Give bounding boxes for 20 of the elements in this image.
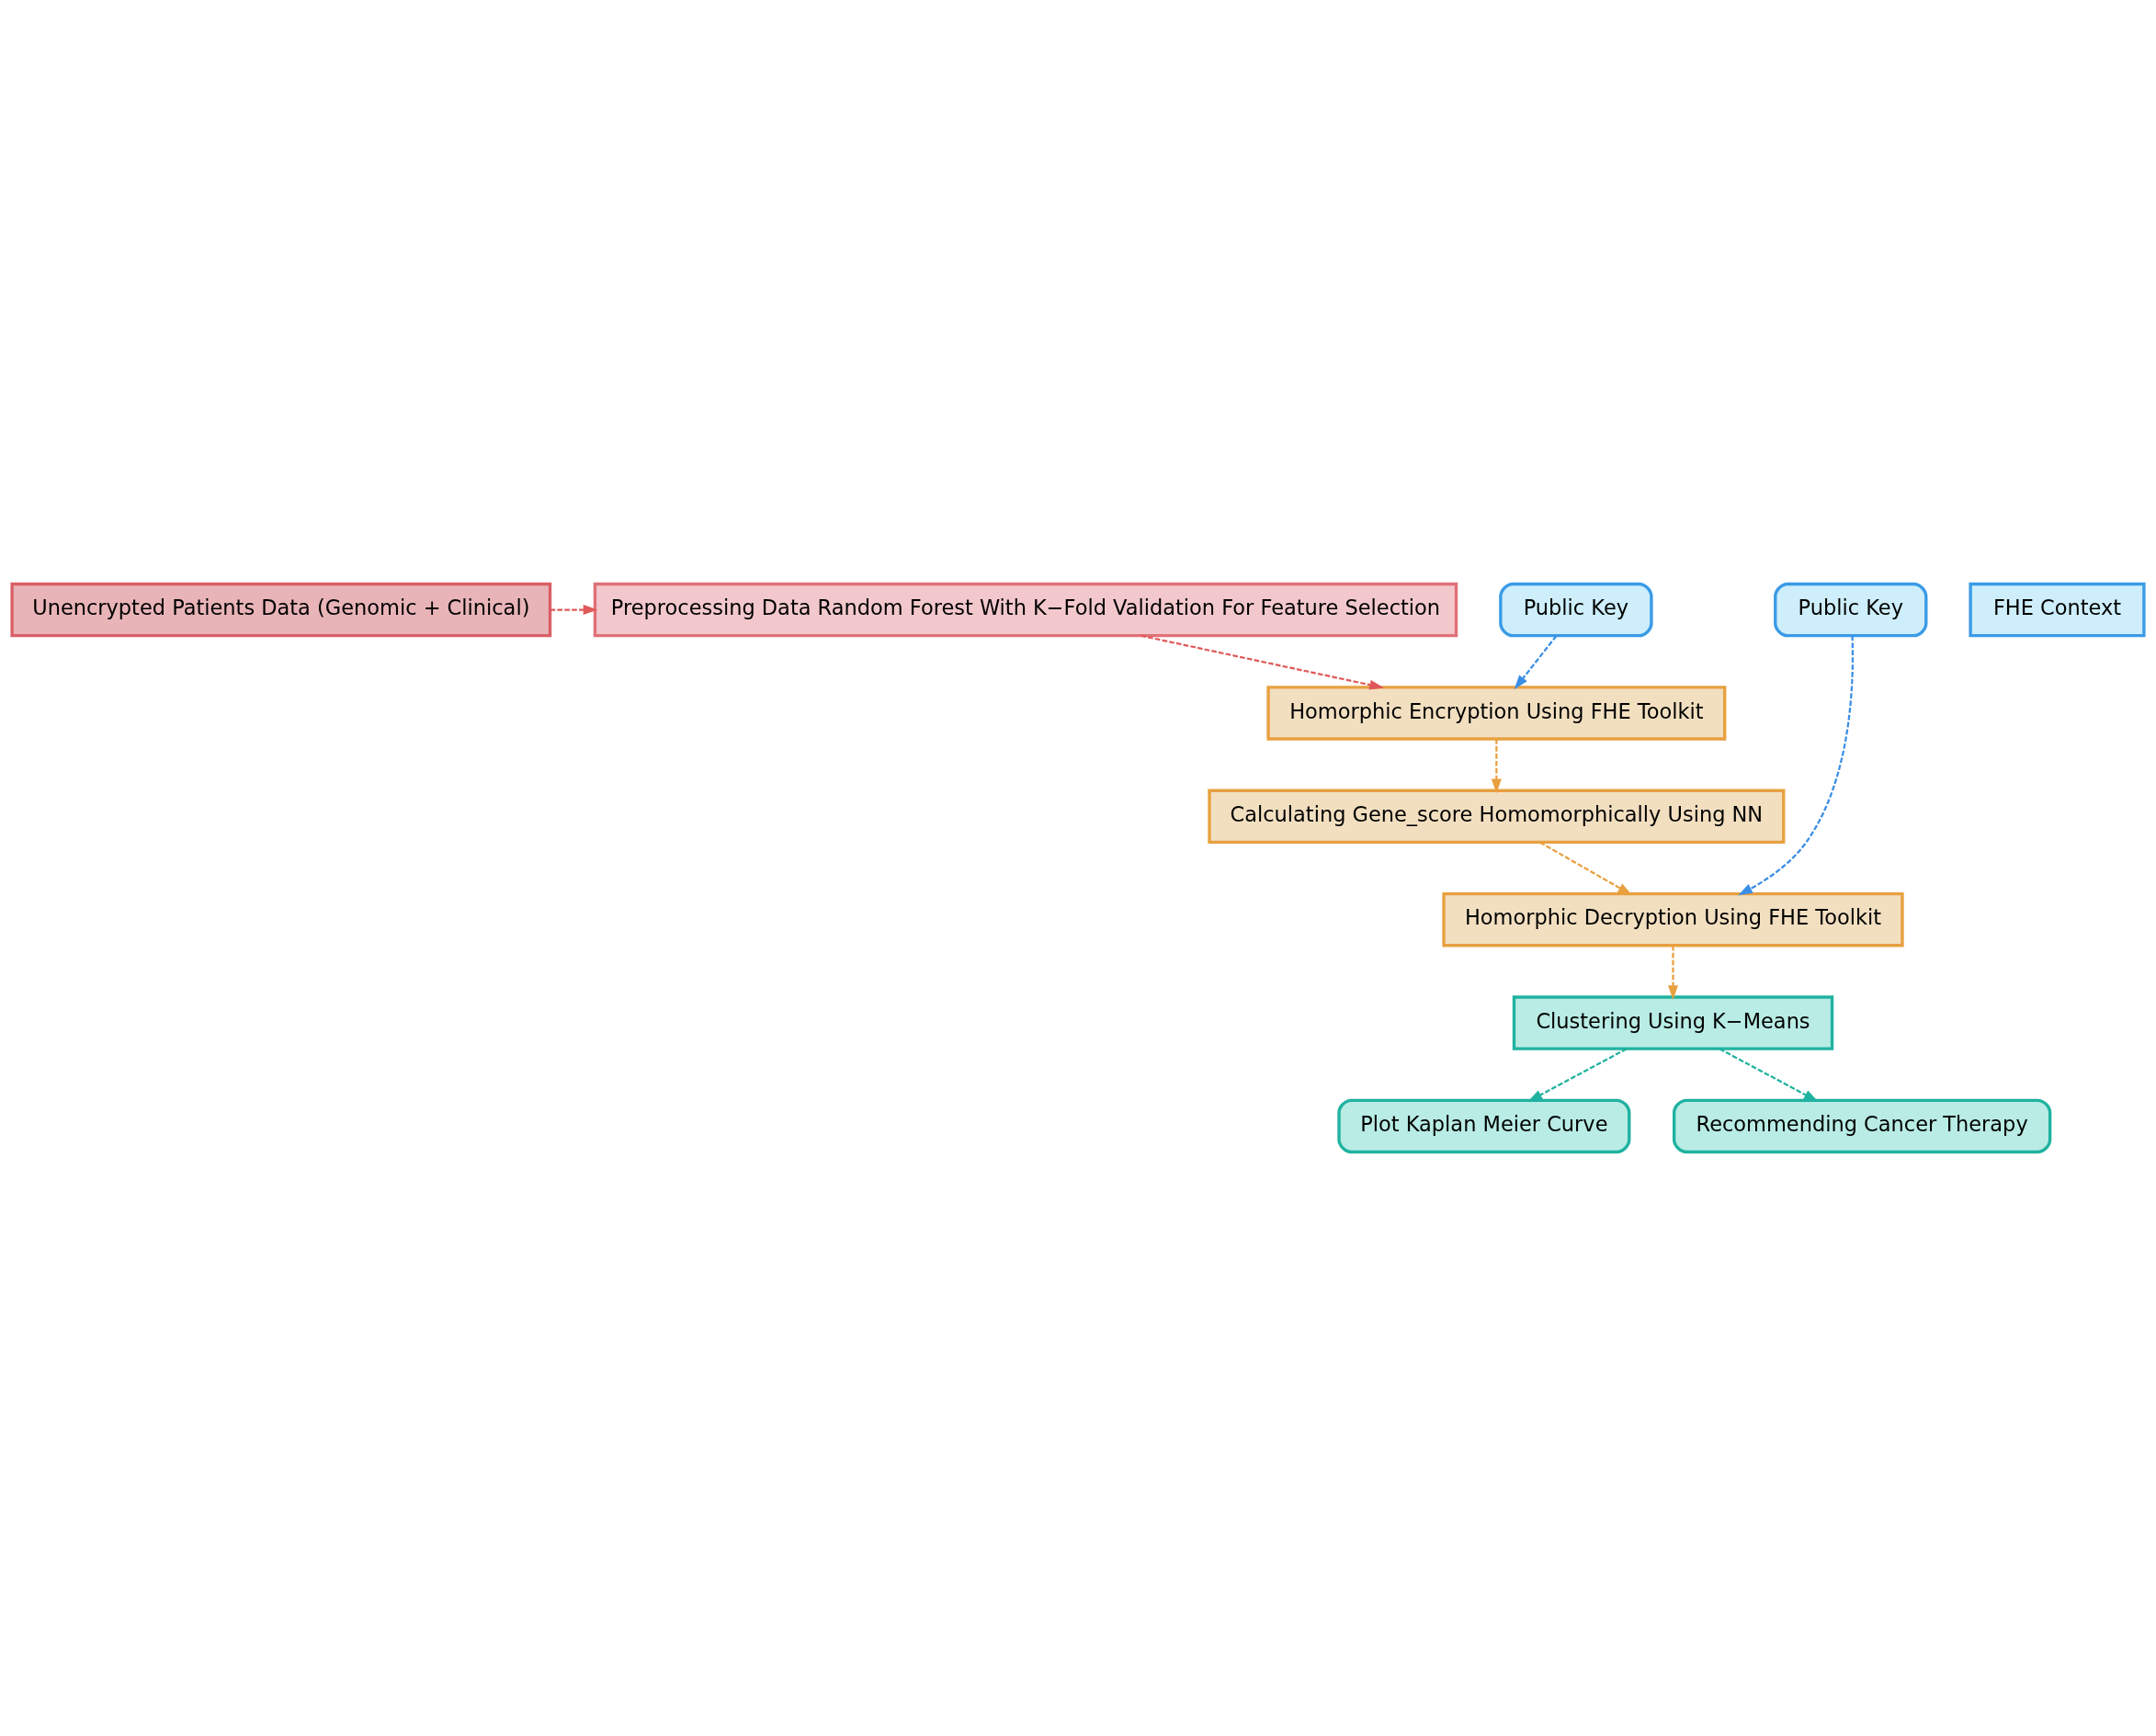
node-box: FHE Context [1969, 582, 2146, 638]
arrow [1527, 1048, 1628, 1102]
arrow [1140, 634, 1384, 690]
node-box: Unencrypted Patients Data (Genomic + Clinical) [10, 582, 552, 638]
node-box: Public Key [1774, 582, 1928, 638]
arrow [1719, 1048, 1819, 1102]
arrow [550, 605, 598, 616]
node-box: Preprocessing Data Random Forest With K−Fold Validation For Feature Selection [593, 582, 1458, 638]
arrow [1738, 635, 1855, 896]
node-box: Calculating Gene_score Homomorphically Using NN [1208, 789, 1786, 845]
node-box: Clustering Using K−Means [1512, 995, 1834, 1050]
arrow [1491, 739, 1502, 794]
arrow [1514, 635, 1558, 690]
arrow [1539, 841, 1633, 896]
node-box: Homorphic Encryption Using FHE Toolkit [1266, 686, 1727, 741]
node-box: Public Key [1499, 582, 1653, 638]
node-box: Recommending Cancer Therapy [1672, 1098, 2052, 1154]
node-box: Plot Kaplan Meier Curve [1337, 1098, 1631, 1154]
node-box: Homorphic Decryption Using FHE Toolkit [1442, 891, 1904, 947]
arrow [1668, 946, 1679, 1001]
